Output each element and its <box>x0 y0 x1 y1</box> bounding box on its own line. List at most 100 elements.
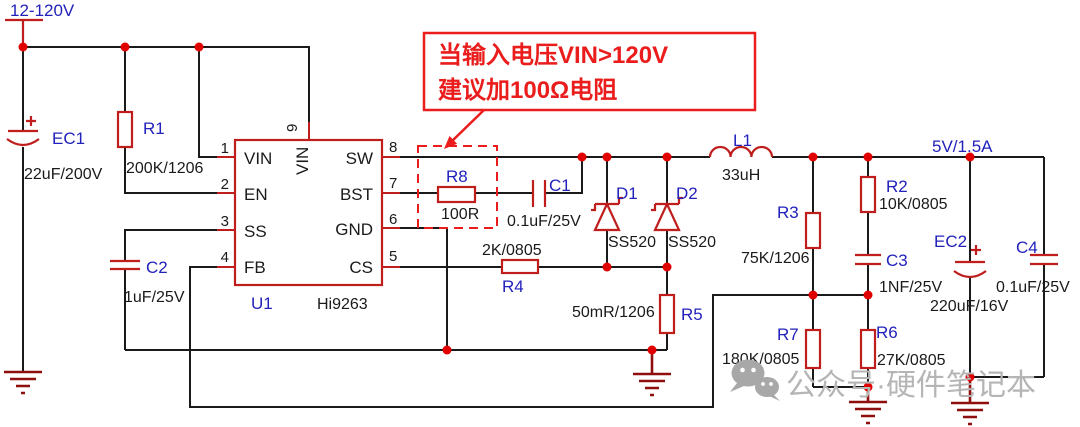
label-C1-value: 0.1uF/25V <box>507 213 581 230</box>
annotation-line1: 当输入电压VIN>120V <box>438 41 668 69</box>
label-R7-ref: R7 <box>777 325 799 344</box>
label-C3-ref: C3 <box>886 251 908 270</box>
label-R2-value: 10K/0805 <box>879 196 948 213</box>
c2-plates <box>110 259 140 271</box>
ic-pin-name-gnd: GND <box>335 220 373 239</box>
label-EC1-value: 22uF/200V <box>24 166 103 183</box>
component-L1: L1 33uH <box>708 131 774 184</box>
junction-dots <box>18 42 975 392</box>
vin-power-flag: 12-120V <box>5 1 75 47</box>
component-EC2: EC2 220uF/16V <box>930 232 1009 315</box>
junction-dot <box>863 152 873 162</box>
junction-dot <box>120 42 130 52</box>
ground-symbol-r5 <box>633 350 671 397</box>
label-R8-ref: R8 <box>446 167 468 186</box>
wire-ss-c2 <box>124 229 235 261</box>
wire-c1-sw <box>545 157 583 194</box>
component-R3: R3 75K/1206 <box>741 203 822 267</box>
ic-pin-num-2: 2 <box>221 176 229 193</box>
label-R4-value: 2K/0805 <box>482 242 542 259</box>
ic-pin-num-9: 9 <box>284 124 301 132</box>
net-label-vin: 12-120V <box>10 1 75 20</box>
label-R1-value: 200K/1206 <box>126 160 204 177</box>
ic-pin-name-fb: FB <box>244 258 266 277</box>
r2-body <box>859 175 877 214</box>
label-U1-part: Hi9263 <box>317 296 368 313</box>
annotation-arrow-shaft <box>449 109 485 144</box>
junction-dot <box>194 42 204 52</box>
ic-pin-num-5: 5 <box>389 248 397 265</box>
watermark-text: 公众号·硬件笔记本 <box>786 369 1036 402</box>
component-R4: 2K/0805 R4 <box>482 242 542 296</box>
component-EC1: EC1 22uF/200V <box>6 116 103 183</box>
label-R5-ref: R5 <box>681 305 703 324</box>
wire-vin-pin1 <box>198 47 235 158</box>
wechat-icon <box>730 359 780 401</box>
ic-pin-num-7: 7 <box>389 175 397 192</box>
junction-dot <box>442 345 452 355</box>
component-U1: VIN EN SS FB SW BST GND CS VIN 1 2 3 4 8… <box>217 122 400 313</box>
ic-pin-num-3: 3 <box>221 213 229 230</box>
label-R6-ref: R6 <box>876 323 898 342</box>
label-R1-ref: R1 <box>143 119 165 138</box>
junction-dot <box>602 262 612 272</box>
ic-pin-name-en: EN <box>244 185 268 204</box>
component-R6: R6 27K/0805 <box>859 323 946 370</box>
junction-dot <box>808 290 818 300</box>
label-R2-ref: R2 <box>886 177 908 196</box>
r5-body <box>658 293 676 335</box>
label-D1-ref: D1 <box>616 184 638 203</box>
label-R3-ref: R3 <box>777 203 799 222</box>
ground-symbols <box>4 350 989 426</box>
label-C1-ref: C1 <box>549 176 571 195</box>
ic-pin-name-vin: VIN <box>244 149 272 168</box>
component-R1: R1 200K/1206 <box>116 110 204 177</box>
annotation-line2: 建议加100Ω电阻 <box>438 77 617 104</box>
r8-body <box>436 185 477 204</box>
ec1-plus-sign <box>26 116 36 126</box>
label-R6-value: 27K/0805 <box>877 352 946 369</box>
junction-dot <box>662 262 672 272</box>
ic-body <box>233 138 384 287</box>
ic-pin-num-8: 8 <box>389 139 397 156</box>
component-C4: C4 0.1uF/25V <box>996 238 1070 296</box>
label-R3-value: 75K/1206 <box>741 250 810 267</box>
d2-triangle <box>653 201 681 232</box>
c4-plates <box>1030 253 1058 266</box>
component-C3: C3 1NF/25V <box>855 251 942 296</box>
label-C2-ref: C2 <box>146 258 168 277</box>
label-C3-value: 1NF/25V <box>879 279 942 296</box>
r8-highlight-dashed-box <box>417 145 498 229</box>
label-EC2-value: 220uF/16V <box>930 298 1009 315</box>
d1-triangle <box>593 201 621 232</box>
label-R5-value: 50mR/1206 <box>572 304 655 321</box>
ec2-plus-sign <box>971 245 981 255</box>
label-R8-value: 100R <box>441 206 479 223</box>
ic-pin-stubs <box>217 122 400 268</box>
label-U1-ref: U1 <box>251 294 273 313</box>
component-C2: C2 1uF/25V <box>110 258 185 306</box>
component-C1: C1 0.1uF/25V <box>507 176 581 230</box>
label-EC2-ref: EC2 <box>934 232 967 251</box>
label-C4-value: 0.1uF/25V <box>996 279 1070 296</box>
wire-gnd-pin <box>382 227 448 350</box>
junction-dot <box>602 152 612 162</box>
c3-plates <box>855 253 881 266</box>
label-L1-value: 33uH <box>722 167 760 184</box>
r1-body <box>116 110 134 149</box>
net-label-vout: 5V/1.5A <box>932 137 993 156</box>
junction-dot <box>965 152 975 162</box>
ec1-plate-curved <box>6 138 40 147</box>
ground-symbol-ec1 <box>4 370 42 395</box>
component-R5: 50mR/1206 R5 <box>572 293 703 335</box>
ic-pin-num-6: 6 <box>389 211 397 228</box>
component-R7: R7 180K/0805 <box>722 325 822 370</box>
junction-dot <box>863 382 873 392</box>
annotation-group: 当输入电压VIN>120V 建议加100Ω电阻 <box>417 31 757 229</box>
ic-pin-name-vin9: VIN <box>293 147 312 175</box>
junction-dot <box>18 42 28 52</box>
r4-body <box>500 258 540 275</box>
label-R4-ref: R4 <box>502 277 524 296</box>
